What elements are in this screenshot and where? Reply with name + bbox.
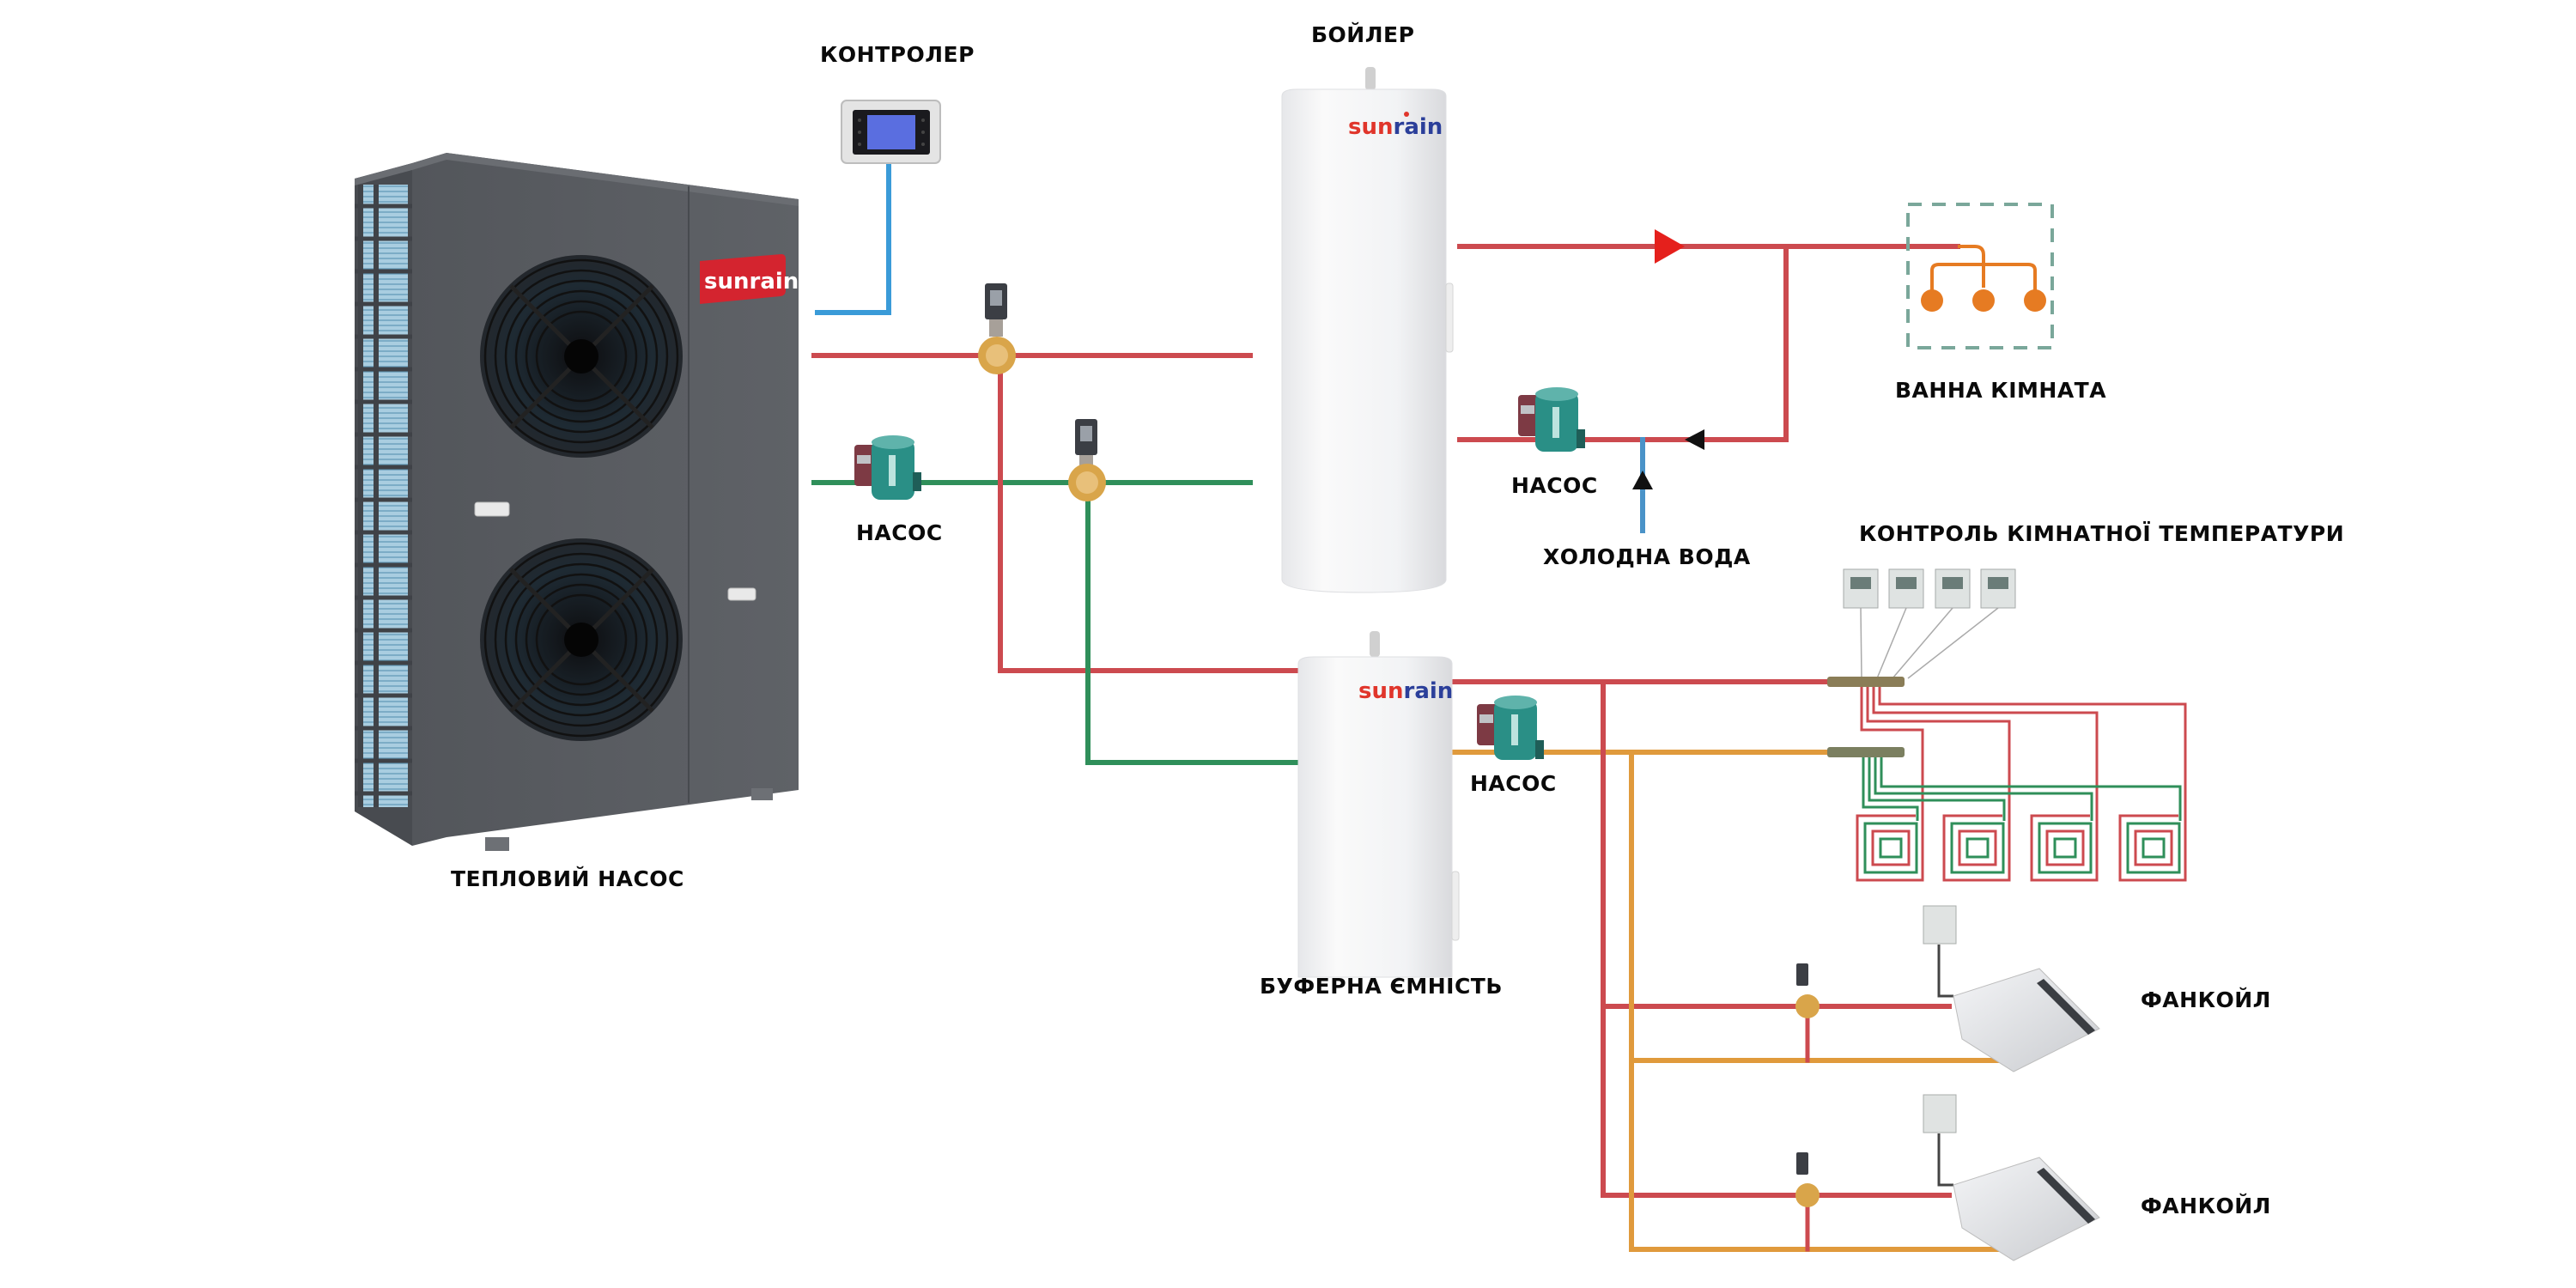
controller-panel[interactable] (841, 100, 941, 164)
return-pipe-from-buffer (1085, 480, 1301, 765)
fancoil-return-riser (1629, 750, 2008, 1252)
pipe-network (811, 162, 2008, 1252)
label-cold-water: ХОЛОДНА ВОДА (1543, 544, 1751, 569)
buffer-tank[interactable]: sunrain (1297, 631, 1460, 978)
label-room-temp-control: КОНТРОЛЬ КІМНАТНОЇ ТЕМПЕРАТУРИ (1859, 521, 2345, 546)
three-way-valve-2[interactable] (1068, 419, 1106, 501)
label-heat-pump: ТЕПЛОВИЙ НАСОС (451, 866, 684, 891)
buffer-logo: sunrain (1358, 678, 1453, 704)
three-way-valve-1[interactable] (978, 283, 1016, 374)
label-buffer-tank: БУФЕРНА ЄМНІСТЬ (1260, 974, 1503, 999)
brand-badge (700, 254, 786, 304)
heat-pump-unit[interactable]: sunrain (355, 153, 799, 851)
fan-icon (480, 538, 683, 741)
flow-arrow-hot (1655, 229, 1685, 264)
boiler-logo: sunrain (1348, 114, 1443, 140)
control-wire (815, 162, 891, 315)
label-fancoil-1: ФАНКОЙЛ (2141, 987, 2271, 1012)
room-thermostat[interactable] (1935, 568, 1971, 609)
flow-arrow-return (1685, 429, 1704, 450)
flow-arrow-cold (1632, 471, 1653, 489)
brand-badge-text: sunrain (704, 269, 799, 295)
fancoil-unit-1[interactable] (1795, 905, 2100, 1072)
return-manifold (1827, 747, 1905, 757)
recirculation-pipe (1457, 244, 1789, 442)
underfloor-heating[interactable] (1827, 568, 2187, 882)
label-pump-main: НАСОС (856, 520, 943, 545)
room-thermostat[interactable] (1888, 568, 1924, 609)
fancoil-unit-2[interactable] (1795, 1094, 2100, 1261)
boiler-tank[interactable]: sunrain (1281, 67, 1454, 593)
circulation-pump-main[interactable] (854, 435, 921, 500)
supply-pipe-to-buffer (998, 353, 1301, 673)
circulation-pump-buffer[interactable] (1477, 696, 1544, 760)
label-bathroom: ВАННА КІМНАТА (1895, 378, 2107, 403)
room-thermostat[interactable] (1980, 568, 2016, 609)
floor-loop (1856, 687, 1924, 882)
label-boiler: БОЙЛЕР (1311, 22, 1415, 47)
room-thermostat[interactable] (1843, 568, 1879, 609)
floor-loop (1872, 687, 2099, 882)
circulation-pump-boiler[interactable] (1518, 387, 1585, 452)
floor-loop (1866, 687, 2011, 882)
shower-head-icon (1921, 289, 2046, 312)
fancoil-supply-riser (1601, 679, 1952, 1198)
label-controller: КОНТРОЛЕР (820, 42, 975, 67)
label-pump-buffer: НАСОС (1470, 771, 1557, 796)
bathroom-outlets[interactable] (1906, 203, 2054, 349)
supply-manifold (1827, 677, 1905, 687)
label-fancoil-2: ФАНКОЙЛ (2141, 1194, 2271, 1218)
floor-loop (1878, 687, 2187, 882)
label-pump-boiler: НАСОС (1511, 473, 1598, 498)
fan-icon (480, 255, 683, 458)
